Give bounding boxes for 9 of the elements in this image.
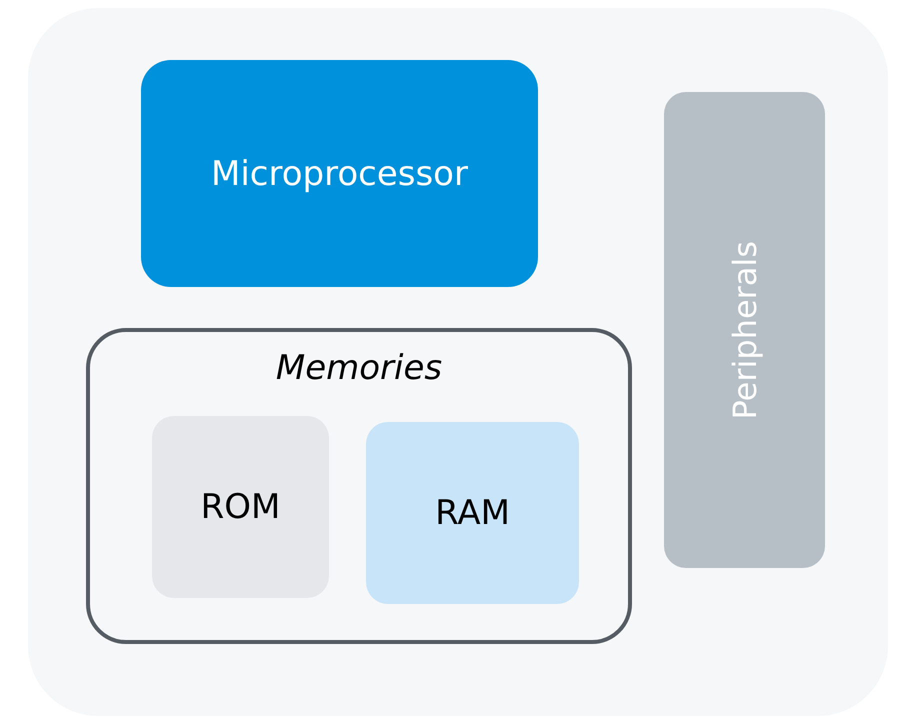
box-label: RAM xyxy=(435,493,510,533)
box-label: ROM xyxy=(200,487,280,527)
group-title: Memories xyxy=(274,348,444,388)
peripheral-box xyxy=(664,92,825,568)
memory-box xyxy=(366,422,579,604)
box-label: Peripherals xyxy=(726,240,764,420)
box-label: Microprocessor xyxy=(211,154,468,194)
process-box xyxy=(141,60,538,287)
group-box xyxy=(86,328,632,644)
